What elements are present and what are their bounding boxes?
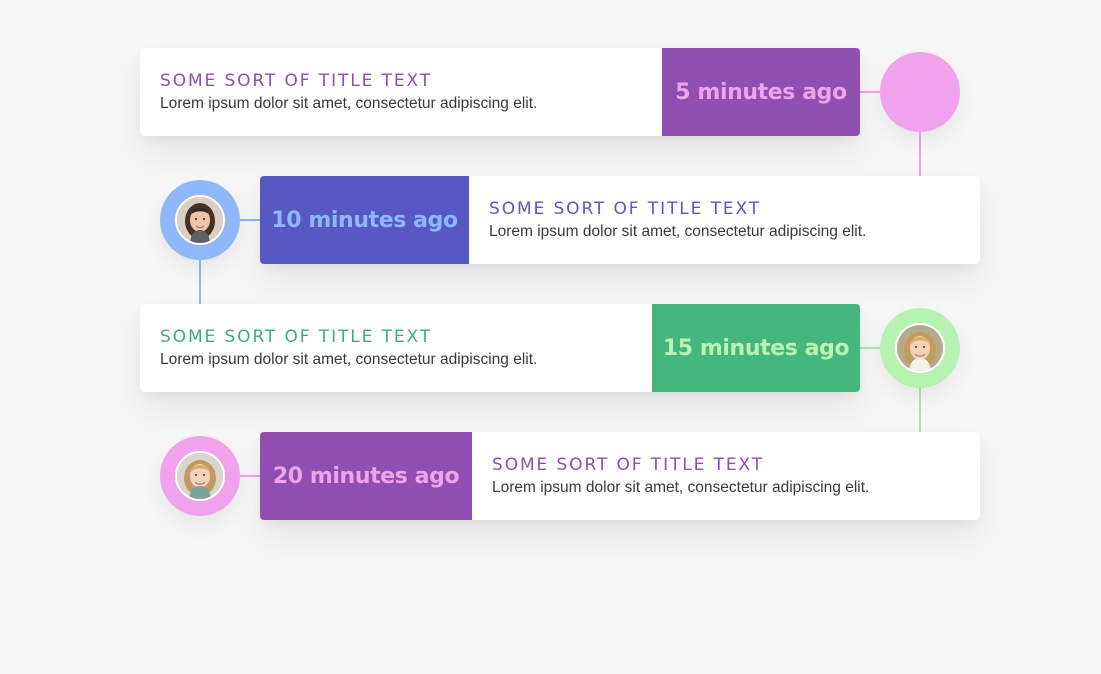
timeline-card[interactable]: SOME SORT OF TITLE TEXT Lorem ipsum dolo…: [140, 304, 860, 392]
avatar-ring[interactable]: [880, 308, 960, 388]
card-title: SOME SORT OF TITLE TEXT: [160, 326, 433, 347]
card-description: Lorem ipsum dolor sit amet, consectetur …: [492, 478, 870, 496]
card-text-panel: SOME SORT OF TITLE TEXT Lorem ipsum dolo…: [472, 432, 980, 520]
timestamp: 10 minutes ago: [271, 207, 458, 233]
card-title: SOME SORT OF TITLE TEXT: [489, 198, 762, 219]
woman-dark-hair-avatar: [175, 195, 225, 245]
avatar-ring[interactable]: [160, 436, 240, 516]
card-description: Lorem ipsum dolor sit amet, consectetur …: [489, 222, 867, 240]
connector-line: [919, 131, 921, 177]
time-panel: 10 minutes ago: [260, 176, 469, 264]
card-title: SOME SORT OF TITLE TEXT: [492, 454, 765, 475]
timeline-card[interactable]: 20 minutes ago SOME SORT OF TITLE TEXT L…: [260, 432, 980, 520]
timestamp: 20 minutes ago: [272, 463, 460, 489]
time-panel: 20 minutes ago: [260, 432, 472, 520]
avatar-ring[interactable]: [160, 180, 240, 260]
connector-line: [239, 475, 261, 477]
timestamp: 5 minutes ago: [675, 79, 847, 105]
card-text-panel: SOME SORT OF TITLE TEXT Lorem ipsum dolo…: [469, 176, 980, 264]
card-description: Lorem ipsum dolor sit amet, consectetur …: [160, 94, 538, 112]
connector-line: [239, 219, 261, 221]
woman-blonde-hair-avatar: [895, 323, 945, 373]
card-title: SOME SORT OF TITLE TEXT: [160, 70, 433, 91]
timeline-card[interactable]: SOME SORT OF TITLE TEXT Lorem ipsum dolo…: [140, 48, 860, 136]
avatar-ring: [880, 52, 960, 132]
time-panel: 15 minutes ago: [652, 304, 860, 392]
card-text-panel: SOME SORT OF TITLE TEXT Lorem ipsum dolo…: [140, 304, 652, 392]
card-description: Lorem ipsum dolor sit amet, consectetur …: [160, 350, 538, 368]
connector-line: [860, 91, 882, 93]
card-text-panel: SOME SORT OF TITLE TEXT Lorem ipsum dolo…: [140, 48, 662, 136]
connector-line: [199, 259, 201, 305]
timestamp: 15 minutes ago: [662, 335, 850, 361]
connector-line: [919, 387, 921, 433]
connector-line: [860, 347, 882, 349]
woman-blonde-hair-avatar: [175, 451, 225, 501]
time-panel: 5 minutes ago: [662, 48, 860, 136]
timeline-card[interactable]: 10 minutes ago SOME SORT OF TITLE TEXT L…: [260, 176, 980, 264]
